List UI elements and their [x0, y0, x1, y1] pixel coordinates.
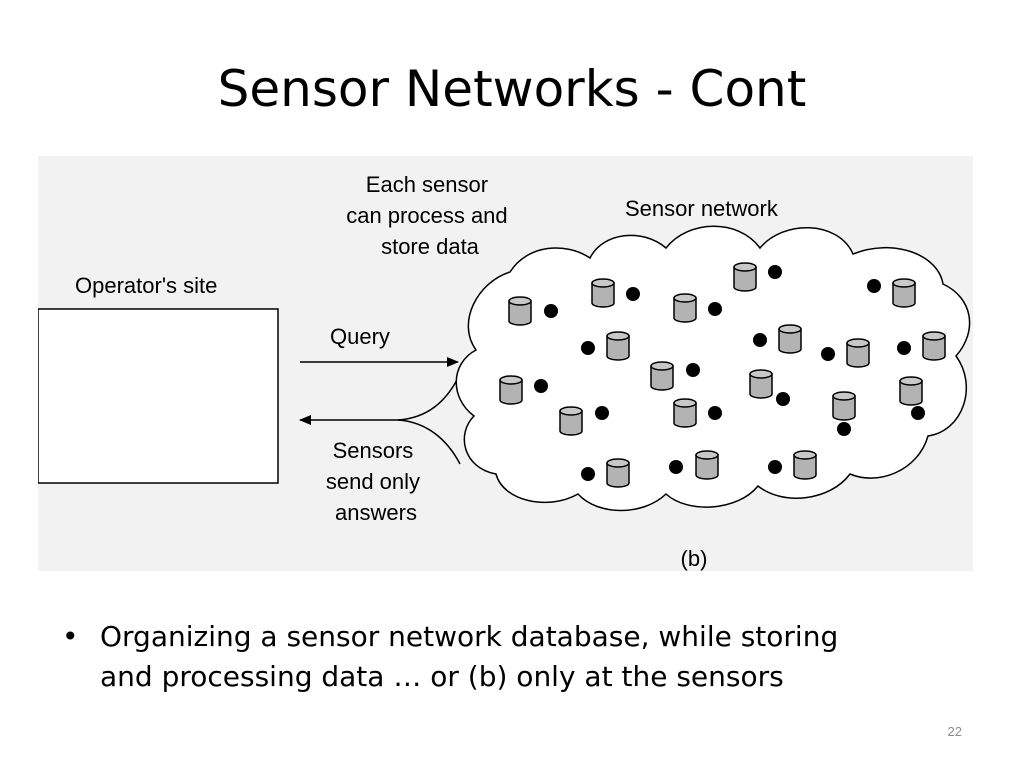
slide-number: 22 [947, 724, 962, 739]
sensor-node-icon [708, 406, 722, 420]
bullet-text-line-1: Organizing a sensor network database, wh… [100, 620, 839, 653]
answers-label: Sensors send only answers [326, 438, 426, 525]
database-cylinder-icon [733, 262, 757, 292]
network-label: Sensor network [625, 196, 779, 221]
database-cylinder-icon [673, 293, 697, 323]
sensor-node-icon [911, 406, 925, 420]
sensor-nodes [499, 262, 946, 488]
database-cylinder-icon [899, 376, 923, 406]
database-cylinder-icon [650, 361, 674, 391]
sensor-node-icon [581, 467, 595, 481]
database-cylinder-icon [591, 278, 615, 308]
database-cylinder-icon [695, 450, 719, 480]
answers-arrow-icon [299, 377, 461, 465]
sensor-node-icon [837, 422, 851, 436]
sensor-node-icon [821, 347, 835, 361]
query-label: Query [330, 324, 390, 349]
database-cylinder-icon [499, 375, 523, 405]
operator-site-label: Operator's site [75, 273, 217, 298]
database-cylinder-icon [922, 331, 946, 361]
database-cylinder-icon [749, 369, 773, 399]
sensor-node-icon [544, 304, 558, 318]
database-cylinder-icon [508, 296, 532, 326]
sensor-network-diagram: Operator's site Query Sensors send only … [38, 156, 973, 571]
sensor-note-label: Each sensor can process and store data [346, 172, 514, 259]
database-cylinder-icon [892, 278, 916, 308]
database-cylinder-icon [793, 450, 817, 480]
sensor-node-icon [753, 333, 767, 347]
sensor-network-cloud [455, 225, 971, 512]
sensor-node-icon [897, 341, 911, 355]
database-cylinder-icon [559, 406, 583, 436]
sensor-node-icon [669, 460, 683, 474]
database-cylinder-icon [606, 331, 630, 361]
database-cylinder-icon [606, 458, 630, 488]
database-cylinder-icon [832, 391, 856, 421]
sensor-node-icon [768, 460, 782, 474]
database-cylinder-icon [846, 338, 870, 368]
database-cylinder-icon [778, 324, 802, 354]
bullet-text-line-2: and processing data … or (b) only at the… [100, 660, 784, 693]
sensor-node-icon [776, 392, 790, 406]
sensor-node-icon [768, 265, 782, 279]
diagram-caption: (b) [681, 546, 708, 571]
bullet-item: • Organizing a sensor network database, … [62, 617, 962, 697]
bullet-icon: • [62, 620, 79, 653]
slide-title: Sensor Networks - Cont [217, 60, 807, 118]
operator-site-box [38, 308, 279, 484]
sensor-node-icon [626, 287, 640, 301]
sensor-node-icon [581, 341, 595, 355]
sensor-node-icon [867, 279, 881, 293]
sensor-node-icon [708, 302, 722, 316]
bullet-list: • Organizing a sensor network database, … [62, 617, 962, 697]
sensor-node-icon [534, 379, 548, 393]
sensor-node-icon [595, 406, 609, 420]
database-cylinder-icon [673, 398, 697, 428]
sensor-node-icon [686, 363, 700, 377]
